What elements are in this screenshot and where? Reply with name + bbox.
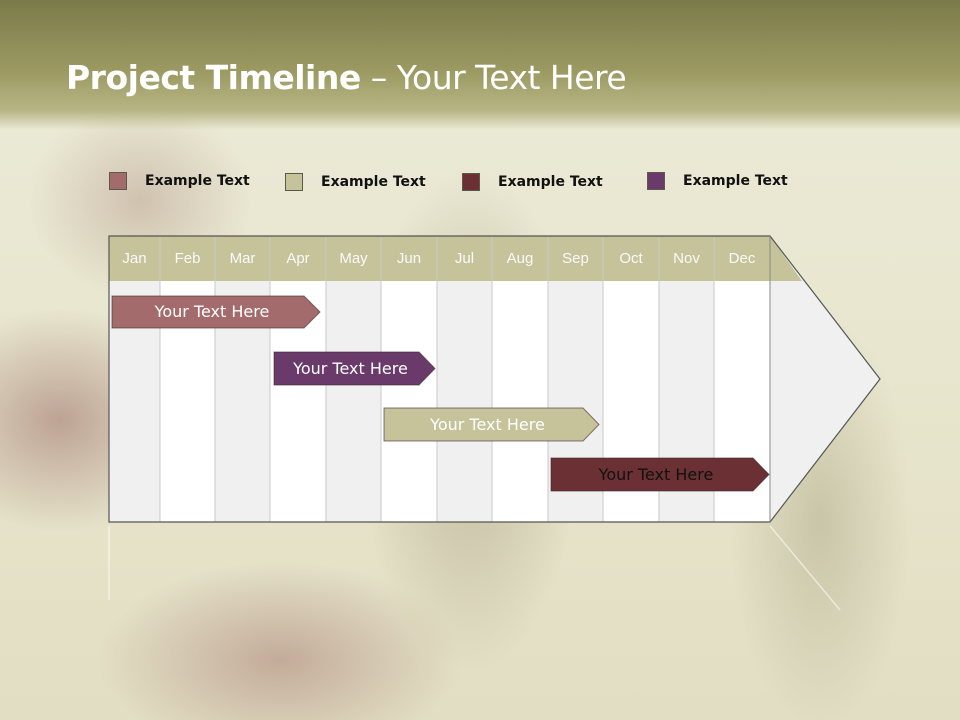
month-column-jun (381, 281, 437, 522)
month-label-jan: Jan (122, 250, 147, 267)
slide-title: Project Timeline – Your Text Here (66, 58, 627, 97)
title-bold-part: Project Timeline (66, 58, 361, 97)
month-label-nov: Nov (673, 250, 700, 267)
task-bar-label-1: Your Text Here (154, 302, 270, 321)
task-bar-4 (550, 457, 770, 492)
month-header-cell-aug (492, 236, 548, 281)
header-band (0, 0, 960, 130)
legend-item-1: Example Text (109, 170, 250, 192)
timeline-outline (108, 235, 881, 523)
legend-label-2: Example Text (321, 174, 426, 190)
month-header-cell-apr (270, 236, 326, 281)
task-bar-label-2: Your Text Here (293, 358, 408, 378)
task-bar-3 (383, 407, 600, 442)
arrow-head-fill (770, 236, 880, 522)
legend-swatch-1 (109, 172, 127, 190)
month-label-may: May (339, 250, 368, 267)
task-bar-label-3: Your Text Here (430, 414, 545, 434)
month-label-aug: Aug (506, 250, 534, 267)
month-header-cell-nov (659, 236, 714, 281)
legend-item-3: Example Text (462, 171, 603, 193)
month-header-cell-dec (714, 236, 770, 281)
month-header-cell-may (326, 236, 381, 281)
task-bar-1 (111, 295, 321, 329)
legend-swatch-2 (285, 173, 303, 191)
month-label-apr: Apr (286, 250, 310, 267)
legend-label-3: Example Text (498, 174, 603, 190)
month-header-cell-oct (603, 236, 659, 281)
month-column-jul (437, 281, 492, 522)
task-bar-label-4: Your Text Here (598, 464, 714, 484)
legend-swatch-4 (647, 172, 665, 190)
month-header-cell-jul (437, 236, 492, 281)
legend-swatch-3 (462, 173, 480, 191)
month-header-cell-mar (215, 236, 270, 281)
month-header-cell-feb (160, 236, 215, 281)
month-label-feb: Feb (174, 250, 201, 267)
month-header-cell-jun (381, 236, 437, 281)
month-column-may (326, 281, 381, 522)
task-bar-2 (273, 351, 436, 386)
month-label-oct: Oct (619, 250, 643, 267)
legend-item-2: Example Text (285, 171, 426, 193)
month-label-sep: Sep (562, 250, 589, 267)
timeline-reflection (108, 525, 841, 611)
month-label-jul: Jul (454, 250, 475, 267)
title-rest-part: – Your Text Here (360, 58, 627, 97)
month-header-cell-sep (548, 236, 603, 281)
month-label-dec: Dec (728, 250, 756, 267)
legend-item-4: Example Text (647, 170, 788, 192)
month-label-jun: Jun (396, 250, 422, 267)
month-column-aug (492, 281, 548, 522)
legend-label-1: Example Text (145, 173, 250, 189)
month-header-cell-jan (109, 236, 160, 281)
legend-label-4: Example Text (683, 173, 788, 189)
month-label-mar: Mar (229, 250, 256, 267)
